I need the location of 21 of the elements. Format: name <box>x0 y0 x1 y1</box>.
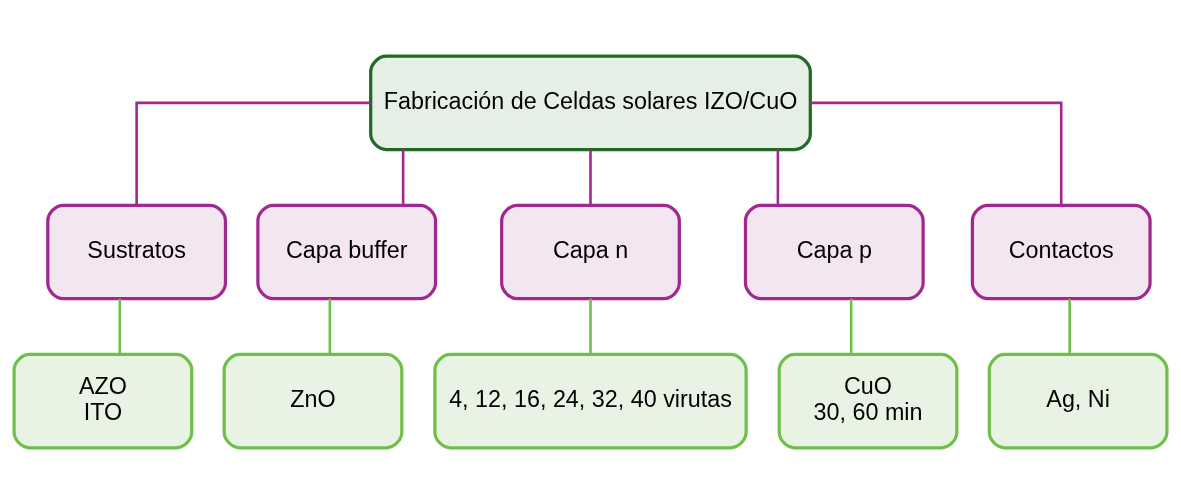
node-box: Capa buffer <box>256 203 438 301</box>
connector <box>589 298 592 354</box>
connector <box>118 298 122 354</box>
node-box: AZO ITO <box>12 352 194 450</box>
connector <box>849 298 853 354</box>
connector <box>776 149 780 205</box>
node-box: 4, 12, 16, 24, 32, 40 virutas <box>433 352 748 450</box>
connector <box>810 101 1063 206</box>
connector <box>1068 298 1071 354</box>
node-box: Fabricación de Celdas solares IZO/CuO <box>369 54 812 152</box>
connector <box>401 149 405 205</box>
node-box: Capa p <box>743 203 925 301</box>
connector <box>328 298 332 354</box>
node-box: ZnO <box>222 352 404 450</box>
node-box: Sustratos <box>46 203 228 301</box>
connector <box>589 149 592 205</box>
node-box: Capa n <box>500 203 681 301</box>
node-box: Contactos <box>970 203 1152 301</box>
node-box: Ag, Ni <box>987 352 1169 450</box>
connector <box>135 101 371 206</box>
node-box: CuO 30, 60 min <box>777 352 959 450</box>
